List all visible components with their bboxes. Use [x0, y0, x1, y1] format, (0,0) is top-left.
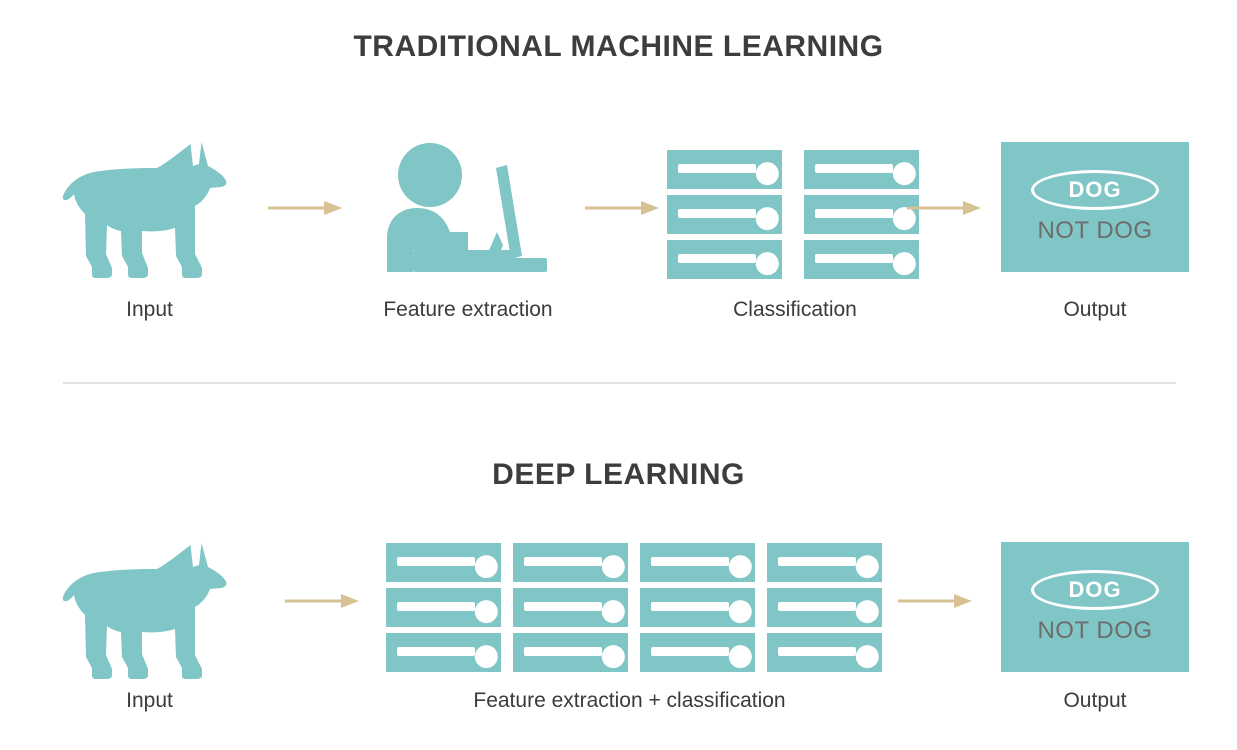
stage-label-feature-extraction: Feature extraction	[383, 298, 553, 321]
node-bar	[814, 209, 894, 218]
server-node	[667, 240, 782, 279]
server-node-grid-classification	[667, 150, 919, 279]
stage-label-classification: Classification	[733, 298, 857, 321]
dog-silhouette-icon	[62, 136, 237, 281]
node-bar	[523, 602, 603, 611]
dog-silhouette-icon	[62, 537, 237, 682]
node-bar	[777, 602, 857, 611]
stage-label-output-deep: Output	[1063, 689, 1127, 712]
output-label-box-deep: DOG NOT DOG	[1001, 542, 1189, 672]
node-dot	[728, 555, 752, 579]
server-node-grid-deep	[386, 543, 882, 672]
node-dot	[474, 600, 498, 624]
node-bar	[650, 602, 730, 611]
node-dot	[728, 600, 752, 624]
node-dot	[755, 207, 779, 231]
server-node	[513, 633, 628, 672]
node-bar	[814, 164, 894, 173]
node-bar	[677, 164, 757, 173]
server-node	[804, 240, 919, 279]
node-bar	[677, 209, 757, 218]
stage-label-output-traditional: Output	[1063, 298, 1127, 321]
node-dot	[728, 645, 752, 669]
node-dot	[855, 645, 879, 669]
flow-arrow-icon-1	[268, 197, 342, 224]
node-dot	[755, 252, 779, 276]
server-node	[513, 543, 628, 582]
node-dot	[892, 252, 916, 276]
server-node	[767, 543, 882, 582]
node-dot	[755, 162, 779, 186]
node-bar	[523, 557, 603, 566]
server-node	[667, 195, 782, 234]
not-dog-label: NOT DOG	[1037, 616, 1153, 644]
node-dot	[855, 600, 879, 624]
flow-arrow-icon-3	[907, 197, 981, 224]
node-dot	[601, 600, 625, 624]
node-dot	[892, 207, 916, 231]
dog-badge: DOG	[1031, 169, 1159, 210]
server-node	[804, 150, 919, 189]
node-dot	[474, 645, 498, 669]
flow-arrow-icon-5	[898, 590, 972, 617]
output-label-box-traditional: DOG NOT DOG	[1001, 142, 1189, 272]
page-title-deep-learning: DEEP LEARNING	[492, 458, 745, 491]
node-bar	[650, 557, 730, 566]
dog-badge: DOG	[1031, 569, 1159, 610]
server-node	[640, 633, 755, 672]
node-bar	[396, 602, 476, 611]
node-dot	[474, 555, 498, 579]
server-node	[667, 150, 782, 189]
node-bar	[777, 557, 857, 566]
stage-label-feature-extraction-classification: Feature extraction + classification	[473, 689, 786, 712]
node-bar	[396, 647, 476, 656]
flow-arrow-icon-2	[585, 197, 659, 224]
server-node	[386, 633, 501, 672]
stage-label-input-traditional: Input	[126, 298, 173, 321]
server-node	[386, 588, 501, 627]
node-dot	[855, 555, 879, 579]
server-node	[767, 633, 882, 672]
server-node	[386, 543, 501, 582]
node-bar	[677, 254, 757, 263]
page-title-traditional-machine-learning: TRADITIONAL MACHINE LEARNING	[353, 30, 884, 63]
stage-label-input-deep: Input	[126, 689, 173, 712]
node-dot	[892, 162, 916, 186]
node-bar	[396, 557, 476, 566]
server-node	[767, 588, 882, 627]
server-node	[804, 195, 919, 234]
section-divider	[63, 382, 1176, 384]
server-node	[513, 588, 628, 627]
not-dog-label: NOT DOG	[1037, 216, 1153, 244]
server-node	[640, 588, 755, 627]
person-at-computer-icon	[373, 140, 563, 275]
node-bar	[523, 647, 603, 656]
node-dot	[601, 645, 625, 669]
node-dot	[601, 555, 625, 579]
flow-arrow-icon-4	[285, 590, 359, 617]
node-bar	[777, 647, 857, 656]
node-bar	[814, 254, 894, 263]
node-bar	[650, 647, 730, 656]
server-node	[640, 543, 755, 582]
